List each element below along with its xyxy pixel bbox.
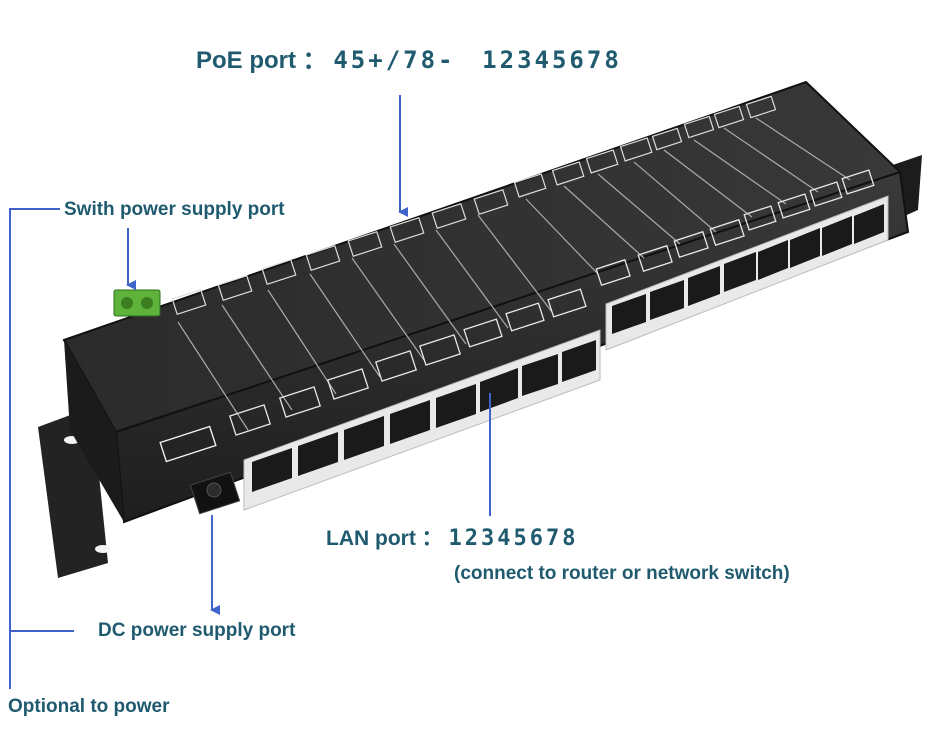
poe-port-numbers: 12345678 [482, 46, 622, 74]
poe-tags [171, 95, 777, 315]
callout-lines [9, 95, 491, 689]
switch-power-label: Swith power supply port [64, 199, 285, 220]
lan-port-group-left [243, 329, 601, 511]
lan-port-separator: ： [421, 527, 443, 550]
dc-jack [189, 471, 241, 515]
optional-power-bracket [9, 208, 60, 689]
lan-port-numbers: 12345678 [448, 526, 579, 551]
lan-port-group-right [605, 195, 889, 351]
poe-port-pins: 45+/78- [333, 46, 456, 74]
lan-tags [228, 169, 875, 436]
lan-connect-note: (connect to router or network switch) [454, 563, 790, 584]
dc-in-tag [159, 425, 217, 463]
lan-port-label: LAN port ： 12345678 [326, 522, 578, 552]
device-left-end [64, 340, 124, 522]
poe-port-title: PoE port [196, 47, 296, 74]
lan-port-title: LAN port [326, 527, 416, 550]
poe-port-label: PoE port ： 45+/78- 12345678 [196, 40, 622, 75]
poe-port-labels [177, 117, 851, 431]
optional-power-label: Optional to power [8, 696, 170, 717]
poe-port-separator: ： [302, 47, 327, 74]
dc-power-label: DC power supply port [98, 620, 296, 641]
terminal-block [113, 289, 161, 317]
